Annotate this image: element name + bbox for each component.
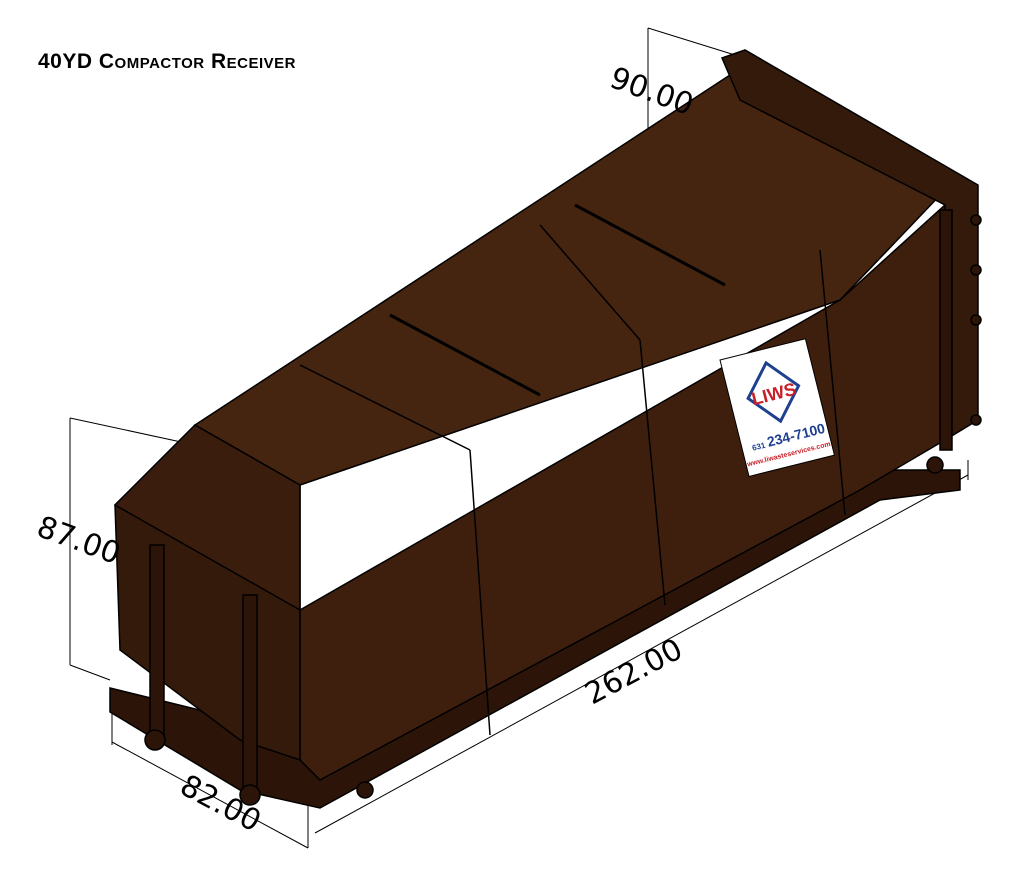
logo-area-code: 631 [751,441,767,453]
company-logo-decal: LIWS 631 234-7100 www.liwasteservices.co… [719,338,836,478]
logo-emblem-icon [746,360,801,424]
dimension-height-rear: 90.00 [605,61,698,123]
compactor-body [109,49,982,809]
dimension-height-front: 87.00 [32,510,125,572]
diagram-title: 40YD Compactor Receiver [38,50,296,73]
